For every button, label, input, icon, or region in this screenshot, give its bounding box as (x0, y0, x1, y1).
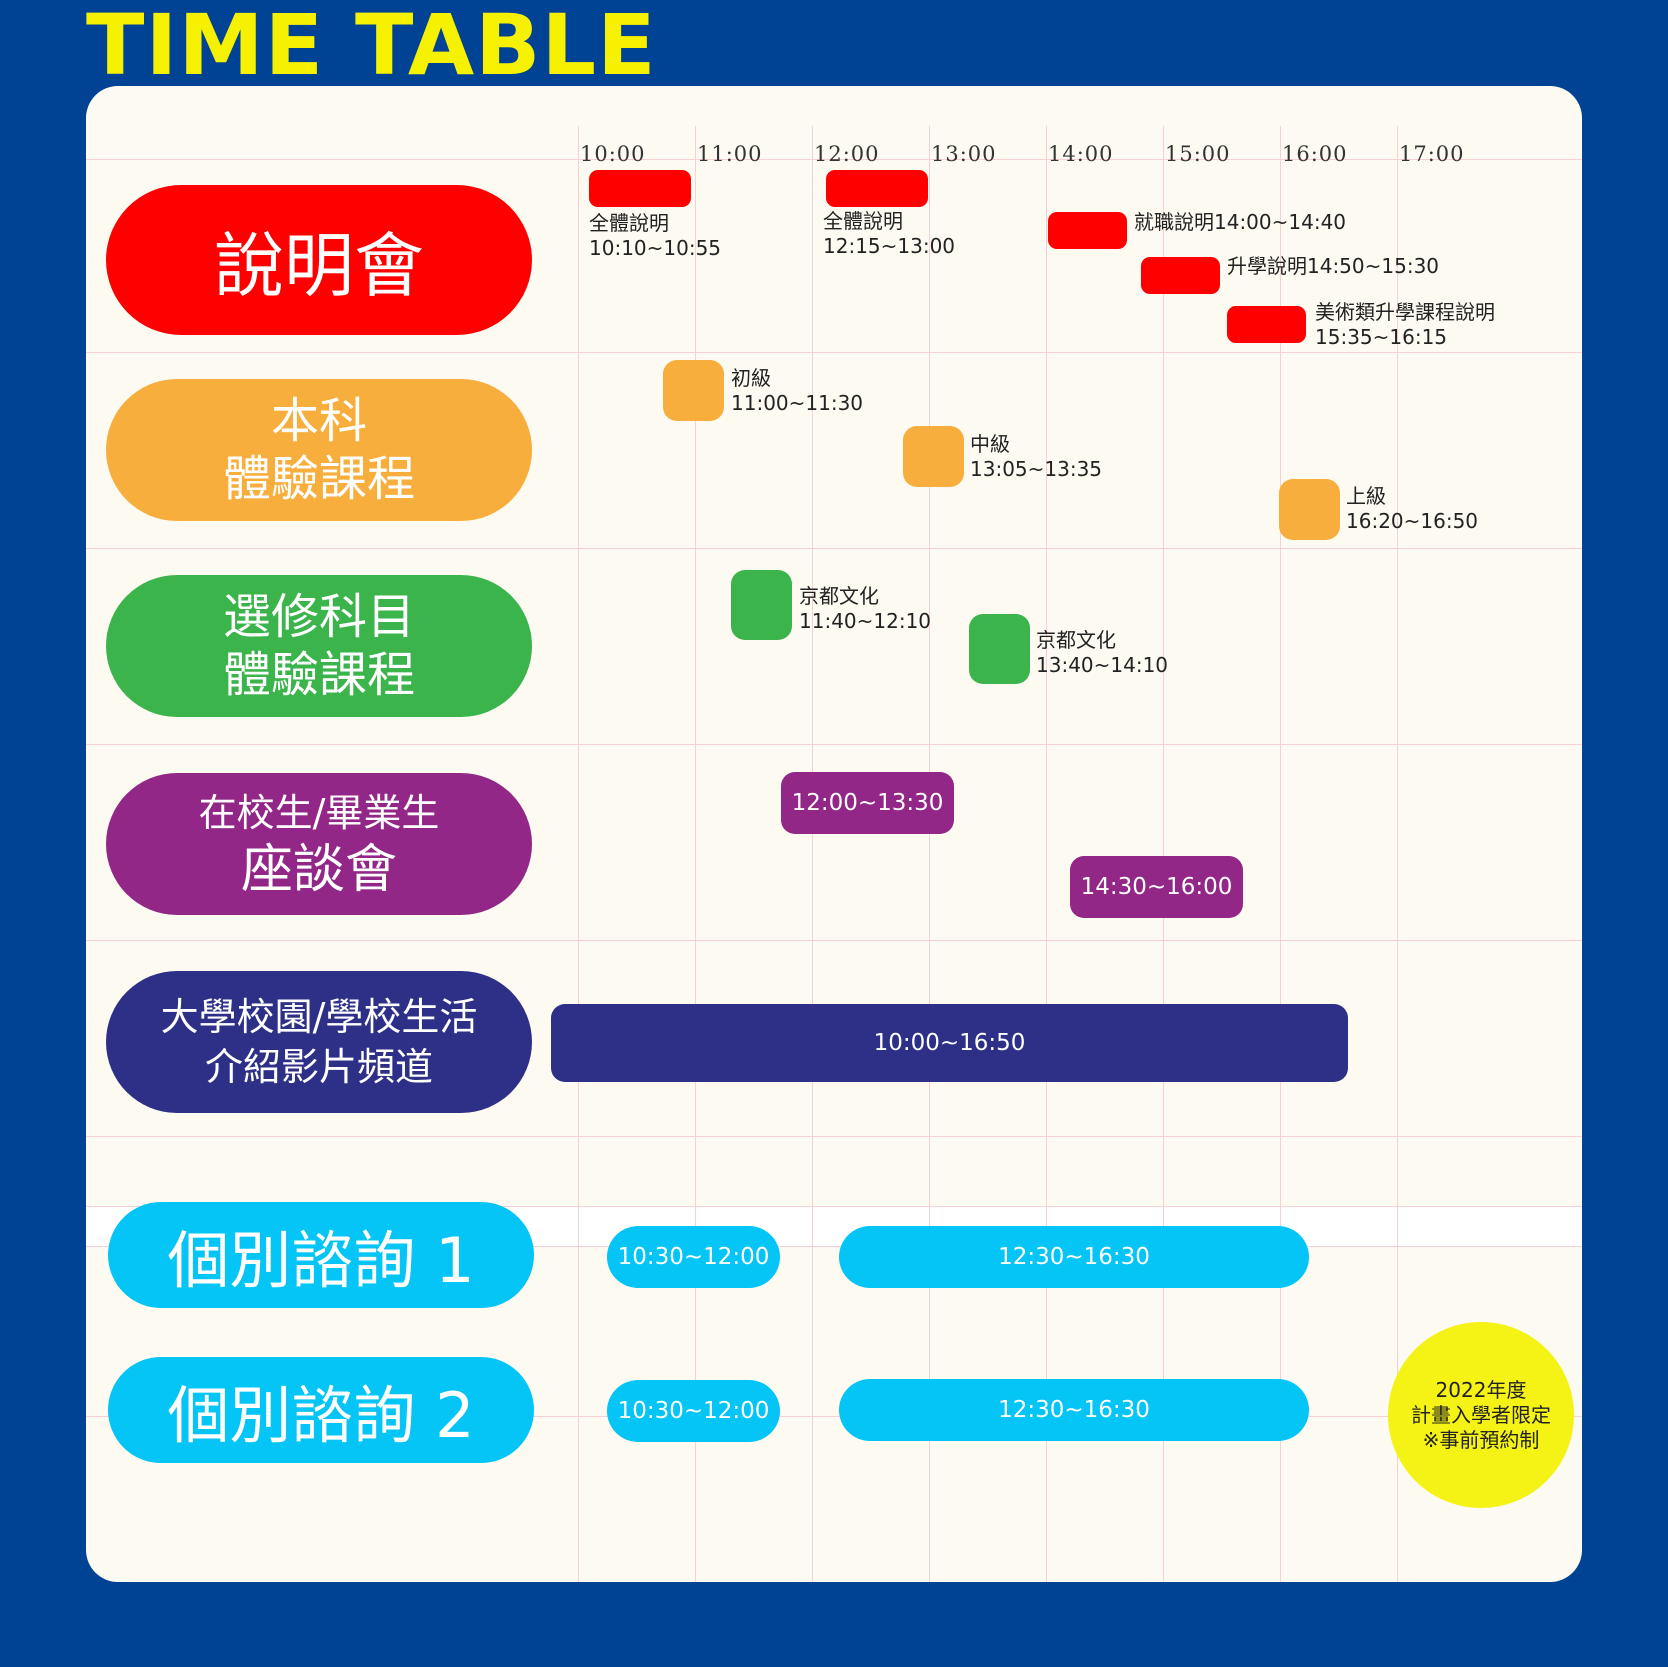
grid-line (86, 1416, 1582, 1417)
event-block: 12:30~16:30 (839, 1226, 1309, 1288)
event-label: 上級 16:20~16:50 (1346, 484, 1478, 534)
badge-text: 2022年度 (1435, 1377, 1527, 1402)
event-block (1141, 257, 1220, 294)
badge-text: 計畫入學者限定 (1411, 1402, 1551, 1427)
event-block: 12:30~16:30 (839, 1379, 1309, 1441)
event-label: 京都文化 13:40~14:10 (1036, 628, 1168, 678)
badge-text: ※事前預約制 (1422, 1427, 1540, 1452)
row-label-text: 大學校園/學校生活 (160, 995, 478, 1039)
event-title: 全體說明 (589, 211, 669, 235)
grid-line (812, 126, 813, 1582)
event-block (1279, 479, 1340, 540)
row-label-video: 大學校園/學校生活 介紹影片頻道 (106, 971, 532, 1113)
row-label-text: 選修科目 (222, 589, 415, 645)
event-time: 10:30~12:00 (617, 1398, 770, 1424)
grid-line (929, 126, 930, 1582)
event-time: 12:00~13:30 (791, 790, 944, 816)
event-label: 美術類升學課程說明 15:35~16:15 (1315, 300, 1495, 350)
row-label-text: 本科 (270, 393, 367, 449)
event-label: 京都文化 11:40~12:10 (799, 584, 931, 634)
event-time: 12:15~13:00 (823, 234, 956, 258)
row-label-forum: 在校生/畢業生 座談會 (106, 773, 532, 915)
hour-label: 10:00 (580, 142, 646, 166)
event-time: 16:20~16:50 (1346, 509, 1479, 533)
hour-label: 17:00 (1399, 142, 1465, 166)
grid-line (86, 159, 1582, 160)
grid-line (86, 744, 1582, 745)
event-title: 全體說明 (823, 209, 903, 233)
event-block (1048, 212, 1127, 249)
event-time: 10:30~12:00 (617, 1244, 770, 1270)
hour-label: 14:00 (1048, 142, 1114, 166)
event-time: 14:30~16:00 (1080, 874, 1233, 900)
event-block (589, 170, 691, 207)
event-label: 全體說明 10:10~10:55 (589, 211, 721, 261)
grid-line (86, 1136, 1582, 1137)
grid-line (1397, 126, 1398, 1582)
row-label-consult2: 個別諮詢 2 (108, 1357, 534, 1463)
event-title: 美術類升學課程說明 (1315, 300, 1495, 324)
row-label-text: 介紹影片頻道 (204, 1045, 433, 1089)
event-block (969, 614, 1030, 684)
event-time: 12:30~16:30 (998, 1397, 1150, 1423)
grid-line (1280, 126, 1281, 1582)
event-label: 升學說明14:50~15:30 (1227, 254, 1440, 278)
event-block (731, 570, 792, 640)
grid-line (1046, 126, 1047, 1582)
event-title: 京都文化 (799, 584, 879, 608)
event-label: 中級 13:05~13:35 (970, 432, 1102, 482)
grid-line (86, 1206, 1582, 1207)
event-block: 12:00~13:30 (781, 772, 954, 834)
row-label-consult1: 個別諮詢 1 (108, 1202, 534, 1308)
hour-label: 15:00 (1165, 142, 1231, 166)
grid-line (1163, 126, 1164, 1582)
event-time: 13:05~13:35 (970, 457, 1103, 481)
row-label-text: 在校生/畢業生 (198, 791, 440, 835)
timetable-board: 10:00 11:00 12:00 13:00 14:00 15:00 16:0… (86, 86, 1582, 1582)
event-label: 初級 11:00~11:30 (731, 366, 863, 416)
hour-label: 11:00 (697, 142, 763, 166)
event-block: 10:30~12:00 (607, 1380, 780, 1442)
event-time: 13:40~14:10 (1036, 653, 1169, 677)
event-title: 京都文化 (1036, 628, 1116, 652)
grid-line (578, 126, 579, 1582)
row-label-text: 體驗課程 (222, 451, 415, 507)
grid-line (86, 352, 1582, 353)
event-block: 10:00~16:50 (551, 1004, 1348, 1082)
event-time: 10:10~10:55 (589, 236, 722, 260)
grid-line (86, 548, 1582, 549)
event-time: 12:30~16:30 (998, 1244, 1150, 1270)
reservation-badge: 2022年度 計畫入學者限定 ※事前預約制 (1388, 1322, 1574, 1508)
row-label-trial: 本科 體驗課程 (106, 379, 532, 521)
event-block (826, 170, 928, 207)
event-title: 中級 (970, 432, 1010, 456)
event-block (663, 360, 724, 421)
event-title: 上級 (1346, 484, 1386, 508)
row-label-text: 座談會 (240, 840, 397, 900)
event-time: 15:35~16:15 (1315, 325, 1448, 349)
row-label-elective: 選修科目 體驗課程 (106, 575, 532, 717)
row-label-briefing: 說明會 (106, 185, 532, 335)
page-title: TIME TABLE (86, 0, 657, 94)
event-block (903, 426, 964, 487)
row-label-text: 體驗課程 (222, 647, 415, 703)
row-label-text: 說明會 (214, 224, 424, 307)
hour-label: 12:00 (814, 142, 880, 166)
grid-line (695, 126, 696, 1582)
event-block: 10:30~12:00 (607, 1226, 780, 1288)
hour-label: 16:00 (1282, 142, 1348, 166)
event-label: 全體說明 12:15~13:00 (823, 209, 955, 259)
row-label-text: 個別諮詢 2 (167, 1379, 475, 1452)
event-block: 14:30~16:00 (1070, 856, 1243, 918)
grid-line (86, 940, 1582, 941)
event-title: 初級 (731, 366, 771, 390)
grid-line (86, 1246, 1582, 1247)
event-block (1227, 306, 1306, 343)
event-time: 11:00~11:30 (731, 391, 864, 415)
row-label-text: 個別諮詢 1 (167, 1224, 475, 1297)
event-time: 10:00~16:50 (873, 1030, 1026, 1056)
hour-label: 13:00 (931, 142, 997, 166)
event-label: 就職說明14:00~14:40 (1134, 210, 1347, 234)
event-time: 11:40~12:10 (799, 609, 932, 633)
